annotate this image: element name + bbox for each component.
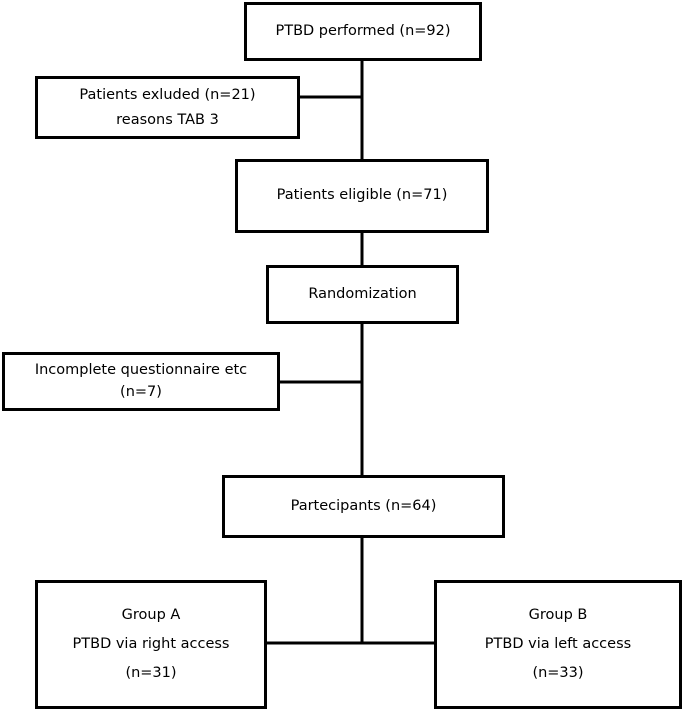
node-patients-eligible: Patients eligible (n=71): [235, 159, 489, 233]
node-group-a-line3: (n=31): [125, 665, 177, 681]
node-patients-excluded: Patients exluded (n=21) reasons TAB 3: [35, 76, 300, 139]
node-group-a-line1: Group A: [121, 607, 181, 623]
node-group-b-line3: (n=33): [532, 665, 584, 681]
node-ptbd-performed-label: PTBD performed (n=92): [275, 22, 451, 39]
node-group-a: Group A PTBD via right access (n=31): [35, 580, 267, 709]
node-incomplete-questionnaire: Incomplete questionnaire etc (n=7): [2, 352, 280, 411]
node-randomization-label: Randomization: [308, 285, 417, 302]
node-group-a-line2: PTBD via right access: [72, 636, 230, 652]
node-participants: Partecipants (n=64): [222, 475, 505, 538]
node-group-b: Group B PTBD via left access (n=33): [434, 580, 682, 709]
node-patients-eligible-label: Patients eligible (n=71): [276, 187, 448, 204]
node-incomplete-questionnaire-line1: Incomplete questionnaire etc: [34, 362, 248, 379]
node-group-b-line1: Group B: [528, 607, 588, 623]
node-participants-label: Partecipants (n=64): [290, 497, 437, 514]
node-patients-excluded-line1: Patients exluded (n=21): [79, 86, 256, 103]
node-incomplete-questionnaire-line2: (n=7): [120, 383, 162, 400]
node-randomization: Randomization: [266, 265, 459, 324]
node-patients-excluded-line2: reasons TAB 3: [116, 111, 219, 128]
node-ptbd-performed: PTBD performed (n=92): [244, 2, 482, 61]
node-group-b-line2: PTBD via left access: [484, 636, 632, 652]
